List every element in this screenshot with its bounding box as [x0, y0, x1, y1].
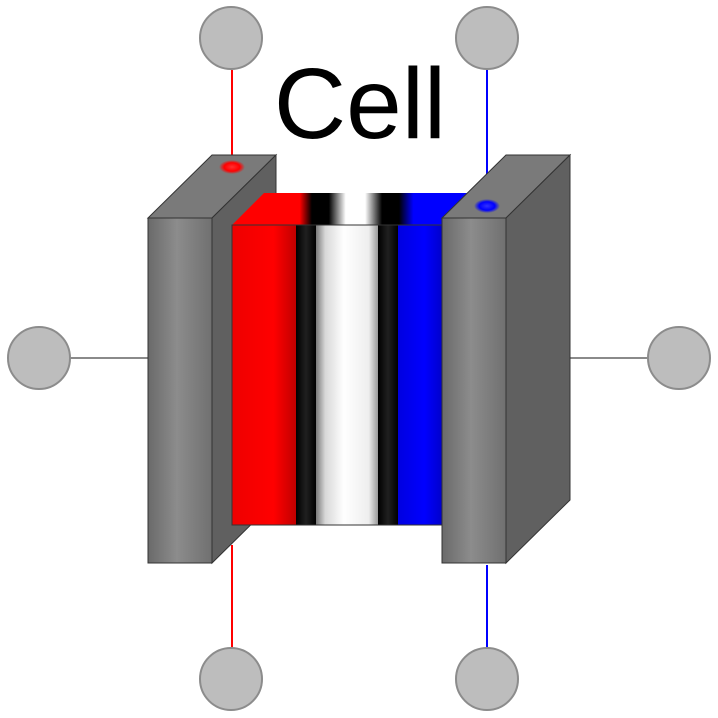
- left-plate-front: [147, 217, 213, 564]
- cathode-layer: [398, 225, 442, 525]
- anode-layer: [232, 225, 296, 525]
- port-top-right[interactable]: [455, 6, 519, 70]
- anode-terminal-dot: [219, 160, 245, 174]
- cathode-terminal-dot: [474, 199, 500, 213]
- cathode-interface-layer: [378, 225, 398, 525]
- port-right[interactable]: [647, 326, 711, 390]
- right-current-collector: [440, 153, 572, 565]
- port-left[interactable]: [7, 326, 71, 390]
- cell-title: Cell: [274, 48, 446, 160]
- port-bottom-right[interactable]: [455, 647, 519, 711]
- port-bottom-left[interactable]: [199, 647, 263, 711]
- port-top-left[interactable]: [199, 6, 263, 70]
- stack-top-face: [232, 193, 474, 225]
- anode-interface-layer: [296, 225, 316, 525]
- right-plate-side: [505, 153, 571, 565]
- separator-layer: [316, 225, 378, 525]
- electrode-stack: [231, 193, 474, 526]
- right-plate-front: [441, 217, 507, 564]
